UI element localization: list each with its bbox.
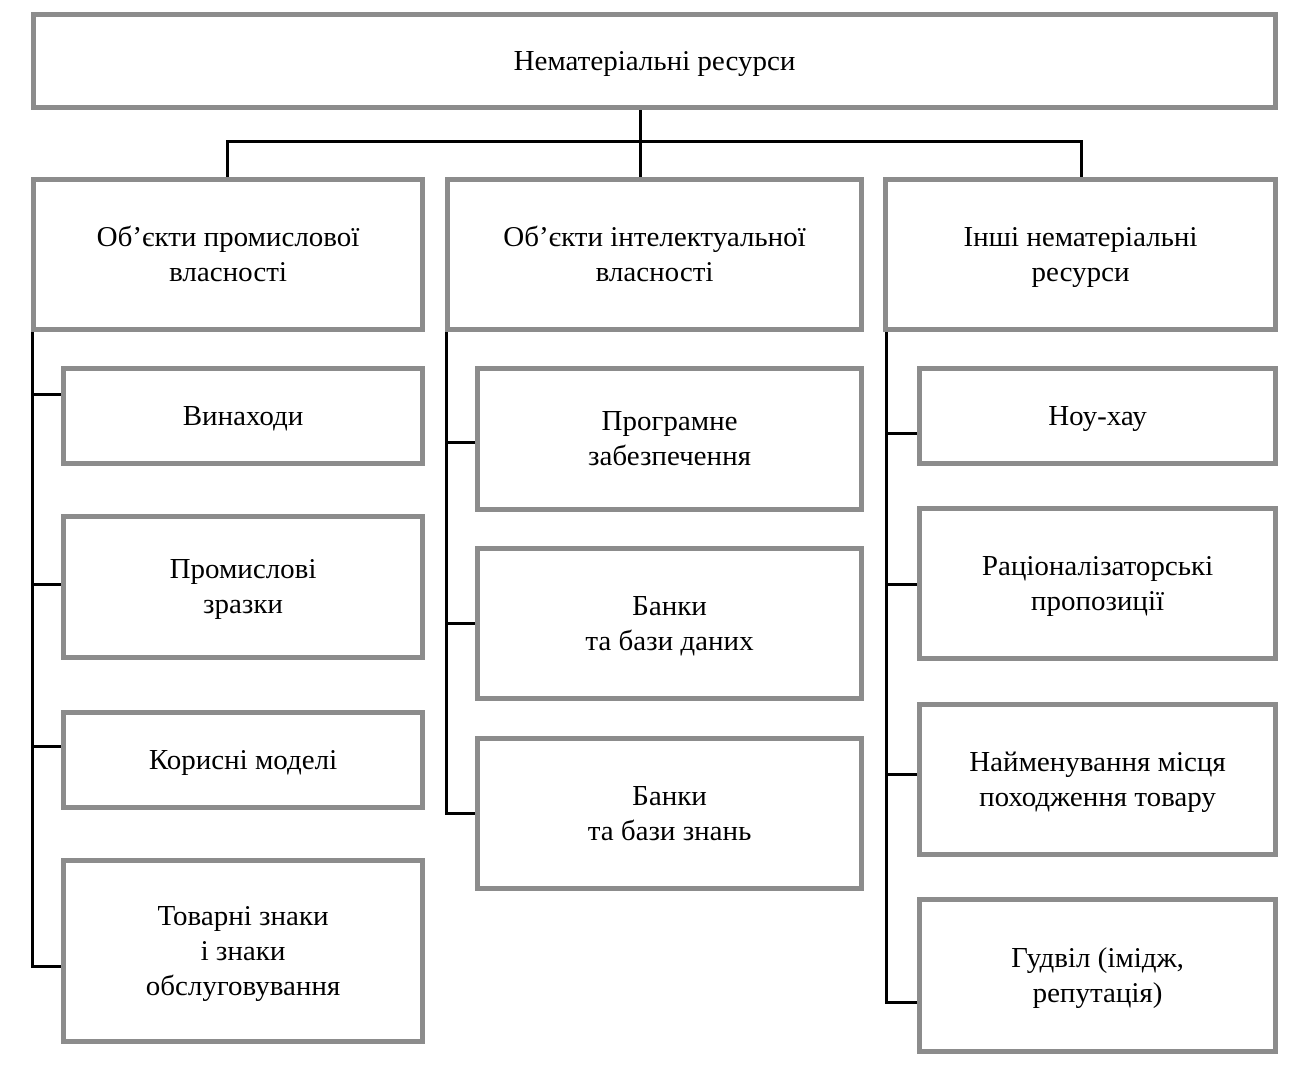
- category-other-intangibles: Інші нематеріальні ресурси: [883, 177, 1278, 332]
- item-label-line-1: Промислові: [169, 553, 317, 585]
- item-label-line-2: пропозиції: [1030, 584, 1165, 617]
- branch-connector-col2: [639, 140, 642, 178]
- item-goodwill: Гудвіл (імідж, репутація): [917, 897, 1278, 1054]
- root-connector-vertical: [639, 110, 642, 142]
- branch-connector-col1: [226, 140, 229, 178]
- item-label-line-2: репутація): [1032, 976, 1163, 1009]
- item-label-line-2: зразки: [203, 588, 283, 620]
- item-geographical-indication: Найменування місця походження товару: [917, 702, 1278, 857]
- category-label-line-2: ресурси: [1031, 255, 1130, 288]
- item-label-line-1: Товарні знаки: [157, 899, 329, 932]
- col1-spine: [31, 330, 34, 968]
- root-label: Нематеріальні ресурси: [513, 44, 796, 77]
- item-label-line-2: походження товару: [979, 780, 1216, 813]
- item-label-line-1: Гудвіл (імідж,: [1011, 941, 1184, 974]
- item-label-line-1: Раціоналізаторські: [981, 549, 1214, 582]
- col3-tick-1: [885, 432, 919, 435]
- item-label-line-1: Програмне: [601, 405, 738, 437]
- col1-tick-3: [31, 745, 61, 748]
- item-software: Програмне забезпечення: [475, 366, 864, 512]
- item-inventions: Винаходи: [61, 366, 425, 466]
- col3-tick-4: [885, 1001, 919, 1004]
- category-industrial-property: Об’єкти промислової власності: [31, 177, 425, 332]
- item-know-how: Ноу-хау: [917, 366, 1278, 466]
- item-rationalization-proposals: Раціоналізаторські пропозиції: [917, 506, 1278, 661]
- item-trademarks: Товарні знаки і знаки обслуговування: [61, 858, 425, 1044]
- branch-connector-horizontal: [226, 140, 1083, 143]
- col3-tick-2: [885, 583, 919, 586]
- col2-tick-3: [445, 812, 475, 815]
- item-label-line-1: Банки: [632, 779, 707, 812]
- item-knowledge-bases: Банки та бази знань: [475, 736, 864, 891]
- category-label-line-2: власності: [169, 255, 287, 288]
- item-label-line-1: Ноу-хау: [1048, 399, 1147, 432]
- col1-tick-4: [31, 965, 61, 968]
- root-box: Нематеріальні ресурси: [31, 12, 1278, 110]
- item-label-line-1: Банки: [632, 589, 707, 622]
- col1-tick-2: [31, 583, 61, 586]
- col2-spine: [445, 330, 448, 815]
- item-label-line-3: обслуговування: [145, 969, 341, 1002]
- category-label-line-1: Інші нематеріальні: [963, 220, 1198, 253]
- category-intellectual-property: Об’єкти інтелектуальної власності: [445, 177, 864, 332]
- item-label-line-1: Винаходи: [182, 399, 304, 432]
- item-label-line-1: Корисні моделі: [148, 743, 338, 776]
- col3-spine: [885, 330, 888, 1004]
- item-label-line-2: забезпечення: [588, 440, 751, 472]
- item-label-line-2: та бази даних: [585, 624, 754, 657]
- item-utility-models: Корисні моделі: [61, 710, 425, 810]
- item-industrial-designs: Промислові зразки: [61, 514, 425, 660]
- category-label-line-1: Об’єкти інтелектуальної: [503, 220, 806, 253]
- item-label-line-1: Найменування місця: [969, 745, 1226, 778]
- item-label-line-2: та бази знань: [587, 814, 752, 847]
- category-label-line-2: власності: [595, 255, 714, 288]
- col1-tick-1: [31, 393, 61, 396]
- branch-connector-col3: [1080, 140, 1083, 178]
- item-label-line-2: і знаки: [200, 934, 286, 967]
- col3-tick-3: [885, 773, 919, 776]
- item-databases: Банки та бази даних: [475, 546, 864, 701]
- col2-tick-1: [445, 441, 475, 444]
- col2-tick-2: [445, 622, 475, 625]
- category-label-line-1: Об’єкти промислової: [96, 220, 360, 253]
